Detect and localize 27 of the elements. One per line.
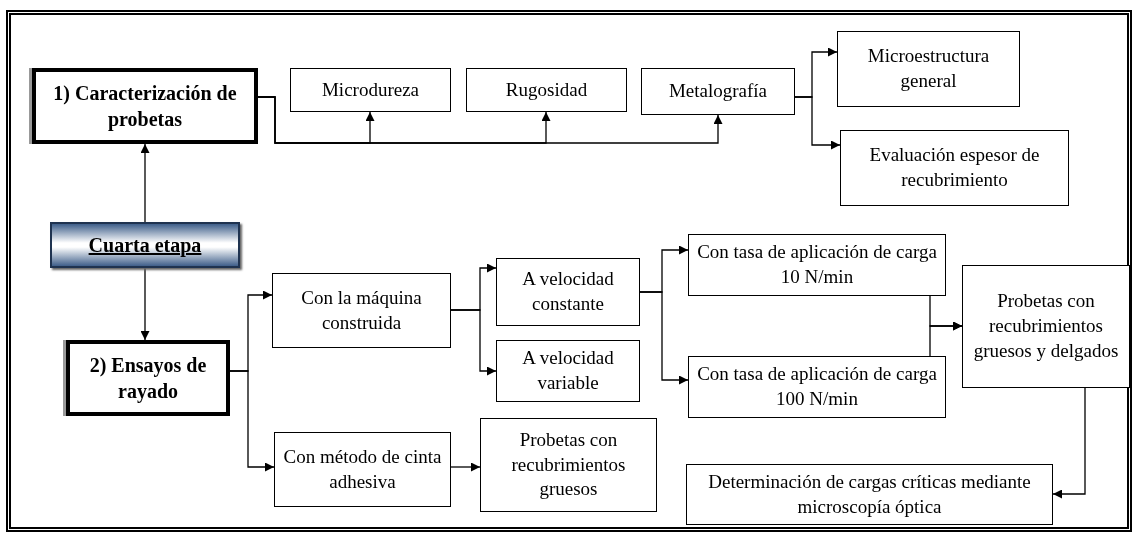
connector-arrow bbox=[1052, 387, 1086, 499]
connector-arrow bbox=[257, 96, 723, 144]
process-box: A velocidad variable bbox=[496, 340, 640, 402]
process-box: Probetas con recubrimientos gruesos bbox=[480, 418, 657, 512]
process-box: Microdureza bbox=[290, 68, 451, 112]
connector-arrow bbox=[229, 370, 275, 472]
process-box: Probetas con recubrimientos gruesos y delgados bbox=[962, 265, 1130, 388]
process-box: Microestructura general bbox=[837, 31, 1020, 107]
connector-arrow bbox=[450, 462, 481, 472]
process-box: Con método de cinta adhesiva bbox=[274, 432, 451, 507]
connector-arrow bbox=[639, 291, 689, 385]
connector-arrow bbox=[140, 143, 150, 223]
process-box: 1) Caracterización de probetas bbox=[32, 68, 258, 144]
process-box: Con tasa de aplicación de carga 10 N/min bbox=[688, 234, 946, 296]
process-box: Con tasa de aplicación de carga 100 N/min bbox=[688, 356, 946, 418]
stage-box: Cuarta etapa bbox=[50, 222, 240, 268]
connector-arrow bbox=[140, 267, 150, 341]
process-box: Determinación de cargas críticas mediante microscopía óptica bbox=[686, 464, 1053, 525]
process-box: Metalografía bbox=[641, 68, 795, 115]
process-box: Evaluación espesor de recubrimiento bbox=[840, 130, 1069, 206]
connector-arrow bbox=[929, 321, 963, 357]
connector-arrow bbox=[794, 96, 841, 150]
process-box: 2) Ensayos de rayado bbox=[66, 340, 230, 416]
process-box: A velocidad constante bbox=[496, 258, 640, 326]
process-box: Rugosidad bbox=[466, 68, 627, 112]
connector-arrow bbox=[450, 309, 497, 376]
process-box: Con la máquina construida bbox=[272, 273, 451, 348]
